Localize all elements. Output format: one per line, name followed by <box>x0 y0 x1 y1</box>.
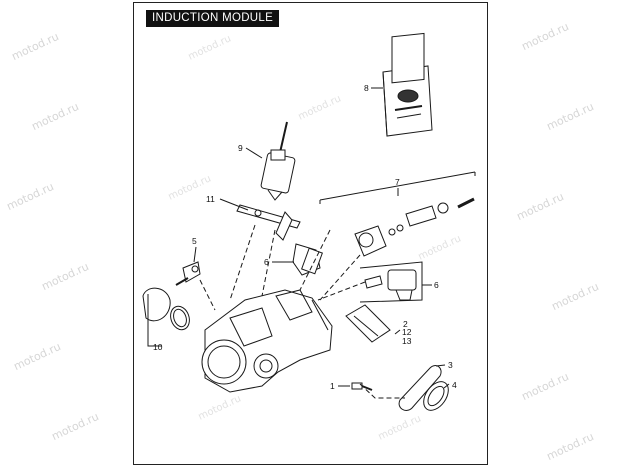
part-6-injector-left <box>292 243 323 276</box>
callout-11: 11 <box>206 194 215 204</box>
callout-9: 9 <box>238 143 243 153</box>
watermark: motod.ru <box>417 233 463 262</box>
callout-4: 4 <box>452 380 457 390</box>
part-5-sensor <box>175 261 201 286</box>
page-title: INDUCTION MODULE <box>146 10 280 27</box>
callout-10: 10 <box>153 342 163 352</box>
callout-7: 7 <box>395 177 400 187</box>
part-7-fuel-rail <box>354 197 475 257</box>
watermark: motod.ru <box>377 413 423 442</box>
callout-6b: 6 <box>434 280 439 290</box>
callout-6a: 6 <box>264 257 269 267</box>
leader-lines <box>147 87 476 389</box>
callout-5: 5 <box>192 236 197 246</box>
part-11-bracket <box>236 204 301 241</box>
part-12-13-seal <box>345 304 391 343</box>
part-3-gasket <box>398 365 442 411</box>
alignment-lines <box>199 224 405 399</box>
part-8-kit-box <box>382 32 433 137</box>
watermark: motod.ru <box>187 33 233 62</box>
part-4-oring <box>423 381 449 411</box>
callout-1: 1 <box>330 381 335 391</box>
watermark: motod.ru <box>297 93 343 122</box>
callouts: 8 9 11 6 5 7 6 10 2 12 13 3 4 1 <box>153 83 457 391</box>
callout-13: 13 <box>402 336 412 346</box>
part-6-injector-right <box>364 269 417 301</box>
callout-8: 8 <box>364 83 369 93</box>
part-9-sensor <box>260 121 296 201</box>
part-10-gasket <box>142 287 190 331</box>
callout-2: 2 <box>403 319 408 329</box>
callout-3: 3 <box>448 360 453 370</box>
throttle-body <box>201 289 333 393</box>
callout-12: 12 <box>402 327 412 337</box>
watermark: motod.ru <box>197 393 243 422</box>
